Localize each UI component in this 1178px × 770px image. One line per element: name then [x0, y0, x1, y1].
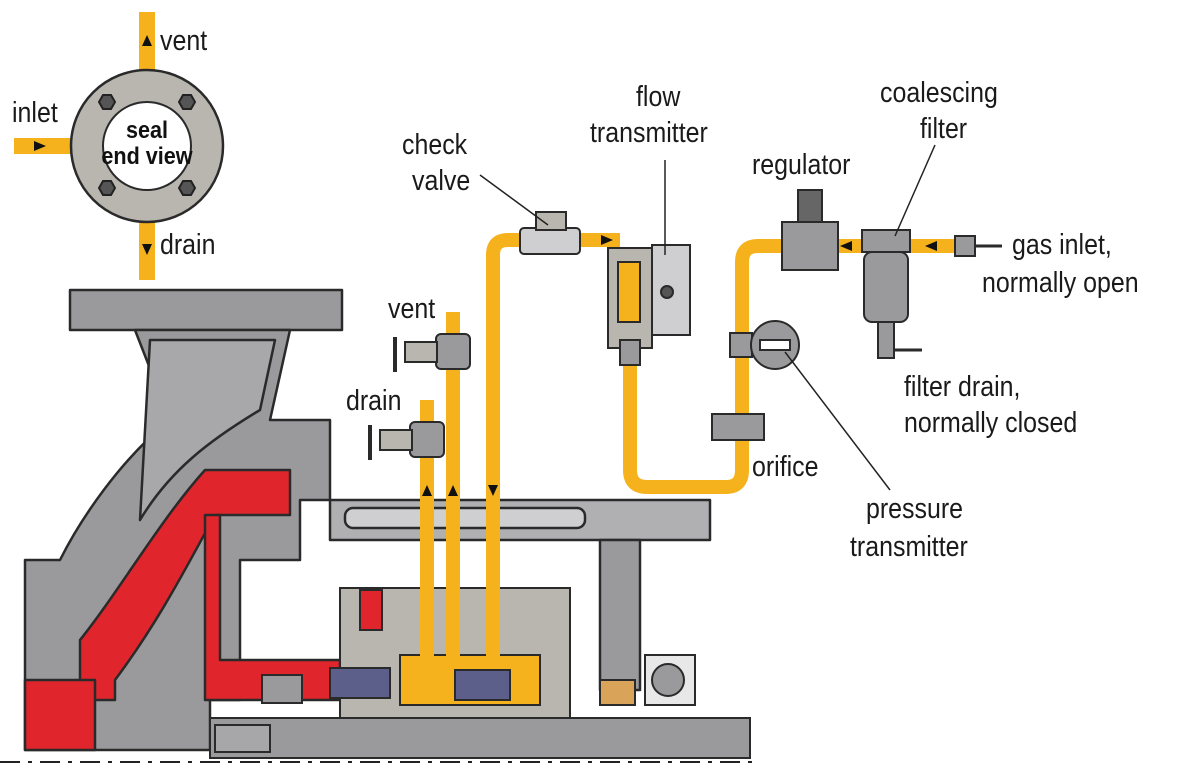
pressure-transmitter — [729, 320, 800, 370]
orifice — [711, 413, 765, 441]
inlet-arrow — [34, 141, 46, 151]
vent-label: vent — [388, 293, 436, 325]
bracket-leg — [598, 538, 642, 692]
shaft-thread — [214, 724, 271, 753]
supply-down-arrow — [488, 485, 498, 496]
shaft-body — [209, 717, 751, 759]
seal-end-view — [14, 12, 225, 280]
drain-valve — [368, 421, 445, 460]
vent-up-arrow — [448, 485, 458, 496]
pressure-transmitter-label-1: pressure — [866, 493, 964, 525]
separation-seal — [599, 679, 636, 706]
drain-up-arrow — [422, 485, 432, 496]
bolt-icon — [97, 180, 117, 196]
seal-label-line2: end view — [101, 143, 193, 170]
flow-transmitter — [607, 244, 691, 366]
drain-label: drain — [346, 385, 402, 417]
check-arrow — [601, 235, 613, 245]
drain-top-label: drain — [160, 229, 216, 261]
filter-arrow — [840, 241, 852, 251]
inlet-arrow — [925, 241, 937, 251]
seal-ring-2 — [454, 669, 511, 701]
casing-inner — [138, 338, 277, 522]
gas-inlet-label-2: normally open — [982, 267, 1139, 299]
coalescing-filter-label-1: coalescing — [880, 77, 998, 109]
discharge-flange — [68, 288, 344, 332]
seal-end-view-label: seal end view — [93, 118, 201, 170]
check-valve-label-1: check — [402, 129, 468, 161]
coalescing-filter — [861, 229, 1002, 359]
bolt-icons — [97, 94, 197, 196]
seal-spring — [359, 589, 383, 631]
leader-lines — [479, 144, 936, 491]
transmitter-outlet-line — [623, 239, 800, 494]
check-valve — [519, 211, 581, 255]
impeller-shroud — [78, 468, 292, 702]
throttle-bushing — [261, 674, 303, 704]
vent-arrow — [142, 35, 152, 46]
pump-casing — [23, 288, 712, 752]
coalescing-filter-label-2: filter — [920, 113, 968, 145]
orifice-label: orifice — [752, 451, 819, 483]
vent-top-label: vent — [160, 25, 208, 57]
seal-label-line1: seal — [125, 117, 169, 144]
shaft — [0, 717, 760, 763]
filter-drain-label-1: filter drain, — [904, 371, 1021, 403]
supply-line — [486, 233, 620, 660]
bracket-slot — [343, 506, 587, 530]
regulator — [781, 189, 839, 271]
filter-drain-label-2: normally closed — [904, 407, 1078, 439]
flow-transmitter-label-1: flow — [636, 81, 681, 113]
bearing-ball — [651, 663, 685, 697]
check-valve-label-2: valve — [412, 165, 471, 197]
vent-valve — [393, 333, 471, 372]
inlet-label: inlet — [12, 97, 58, 129]
bolt-icon — [97, 94, 117, 110]
inlet-pipe-top — [14, 138, 84, 154]
gas-inlet-label-1: gas inlet, — [1012, 229, 1112, 261]
impeller-hub — [23, 678, 97, 752]
regulator-label: regulator — [752, 149, 851, 181]
flow-transmitter-label-2: transmitter — [590, 117, 708, 149]
seal-bore — [102, 101, 192, 191]
bolt-icon — [177, 180, 197, 196]
flow-arrows — [422, 235, 937, 496]
drain-arrow — [142, 244, 152, 255]
bolt-icon — [177, 94, 197, 110]
pressure-transmitter-label-2: transmitter — [850, 531, 968, 563]
seal-ring-1 — [329, 667, 391, 699]
